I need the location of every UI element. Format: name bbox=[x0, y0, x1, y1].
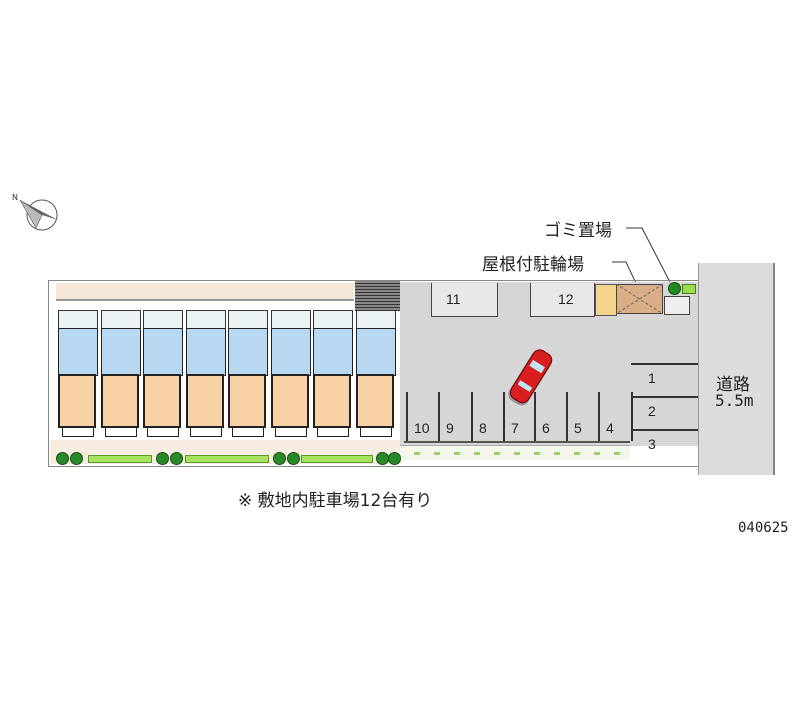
space-label-10: 10 bbox=[414, 420, 430, 436]
living-room bbox=[143, 374, 181, 428]
wet-area bbox=[355, 328, 396, 376]
space-label-3: 3 bbox=[648, 436, 656, 452]
entrance bbox=[100, 310, 141, 330]
space-divider bbox=[406, 392, 408, 441]
planting-strip bbox=[400, 445, 630, 460]
balcony bbox=[189, 428, 222, 437]
wet-area bbox=[313, 328, 353, 376]
living-room bbox=[270, 374, 309, 428]
balcony bbox=[232, 428, 264, 437]
hedge bbox=[88, 455, 152, 463]
wet-area bbox=[100, 328, 141, 376]
apartment-unit bbox=[99, 300, 141, 440]
entrance bbox=[185, 310, 226, 330]
space-label-6: 6 bbox=[542, 420, 550, 436]
hedge bbox=[301, 455, 373, 463]
bike-racks bbox=[595, 284, 617, 316]
north-walkway bbox=[56, 283, 354, 301]
space-divider bbox=[631, 429, 698, 431]
storage-box bbox=[664, 296, 690, 315]
wet-area bbox=[228, 328, 268, 376]
garbage-bin bbox=[682, 284, 696, 294]
parking-curb bbox=[404, 441, 630, 443]
space-label-4: 4 bbox=[606, 420, 614, 436]
entrance bbox=[58, 310, 98, 330]
living-room bbox=[185, 374, 224, 428]
living-room bbox=[100, 374, 139, 428]
space-divider bbox=[534, 392, 536, 441]
space-label-9: 9 bbox=[446, 420, 454, 436]
apartment-unit bbox=[269, 300, 311, 440]
entrance bbox=[228, 310, 268, 330]
hedge bbox=[185, 455, 269, 463]
garbage-area bbox=[668, 282, 681, 295]
balcony bbox=[317, 428, 349, 437]
apartment-unit bbox=[311, 300, 353, 440]
tree bbox=[287, 452, 300, 465]
road-name: 道路 bbox=[716, 375, 750, 395]
apartment-unit bbox=[56, 300, 98, 440]
space-divider bbox=[598, 392, 600, 441]
svg-text:N: N bbox=[12, 193, 18, 202]
apartment-unit bbox=[184, 300, 226, 440]
road-width: 5.5m bbox=[715, 391, 754, 410]
parking-space-12 bbox=[530, 283, 595, 317]
entrance bbox=[313, 310, 353, 330]
space-divider bbox=[566, 392, 568, 441]
space-label-11: 11 bbox=[446, 291, 461, 307]
wet-area bbox=[58, 328, 98, 376]
balcony bbox=[359, 428, 392, 437]
parking-note: ※ 敷地内駐車場12台有り bbox=[238, 491, 433, 511]
site-boundary bbox=[48, 280, 701, 467]
parking-space-11 bbox=[431, 283, 498, 317]
space-label-8: 8 bbox=[479, 420, 487, 436]
wet-area bbox=[185, 328, 226, 376]
wet-area bbox=[143, 328, 183, 376]
apartment-unit bbox=[226, 300, 268, 440]
paved-grid-area bbox=[355, 281, 400, 311]
north-arrow-icon: N bbox=[12, 193, 58, 231]
balcony bbox=[62, 428, 94, 437]
road bbox=[698, 263, 775, 475]
space-divider bbox=[503, 392, 505, 441]
living-room bbox=[313, 374, 351, 428]
space-divider bbox=[631, 396, 698, 398]
space-divider bbox=[471, 392, 473, 441]
tree bbox=[156, 452, 169, 465]
tree bbox=[56, 452, 69, 465]
apartment-unit bbox=[141, 300, 183, 440]
space-divider bbox=[631, 392, 633, 441]
tree bbox=[273, 452, 286, 465]
tree bbox=[170, 452, 183, 465]
apartment-unit bbox=[354, 300, 396, 440]
tree bbox=[70, 452, 83, 465]
space-label-2: 2 bbox=[648, 403, 656, 419]
tree bbox=[388, 452, 401, 465]
space-label-1: 1 bbox=[648, 370, 656, 386]
balcony bbox=[274, 428, 307, 437]
space-divider bbox=[438, 392, 440, 441]
space-label-5: 5 bbox=[574, 420, 582, 436]
property-code: 040625 bbox=[738, 520, 789, 536]
space-label-7: 7 bbox=[511, 420, 519, 436]
car-icon bbox=[508, 349, 553, 406]
balcony bbox=[104, 428, 137, 437]
garbage-area-label: ゴミ置場 bbox=[544, 221, 612, 241]
living-room bbox=[355, 374, 394, 428]
living-room bbox=[58, 374, 96, 428]
entrance bbox=[270, 310, 311, 330]
bike-shelter bbox=[616, 284, 663, 314]
balcony bbox=[147, 428, 179, 437]
living-room bbox=[228, 374, 266, 428]
entrance bbox=[355, 310, 396, 330]
entrance bbox=[143, 310, 183, 330]
bike-shelter-label: 屋根付駐輪場 bbox=[482, 255, 584, 275]
space-label-12: 12 bbox=[558, 291, 574, 307]
space-divider bbox=[631, 363, 698, 365]
wet-area bbox=[270, 328, 311, 376]
